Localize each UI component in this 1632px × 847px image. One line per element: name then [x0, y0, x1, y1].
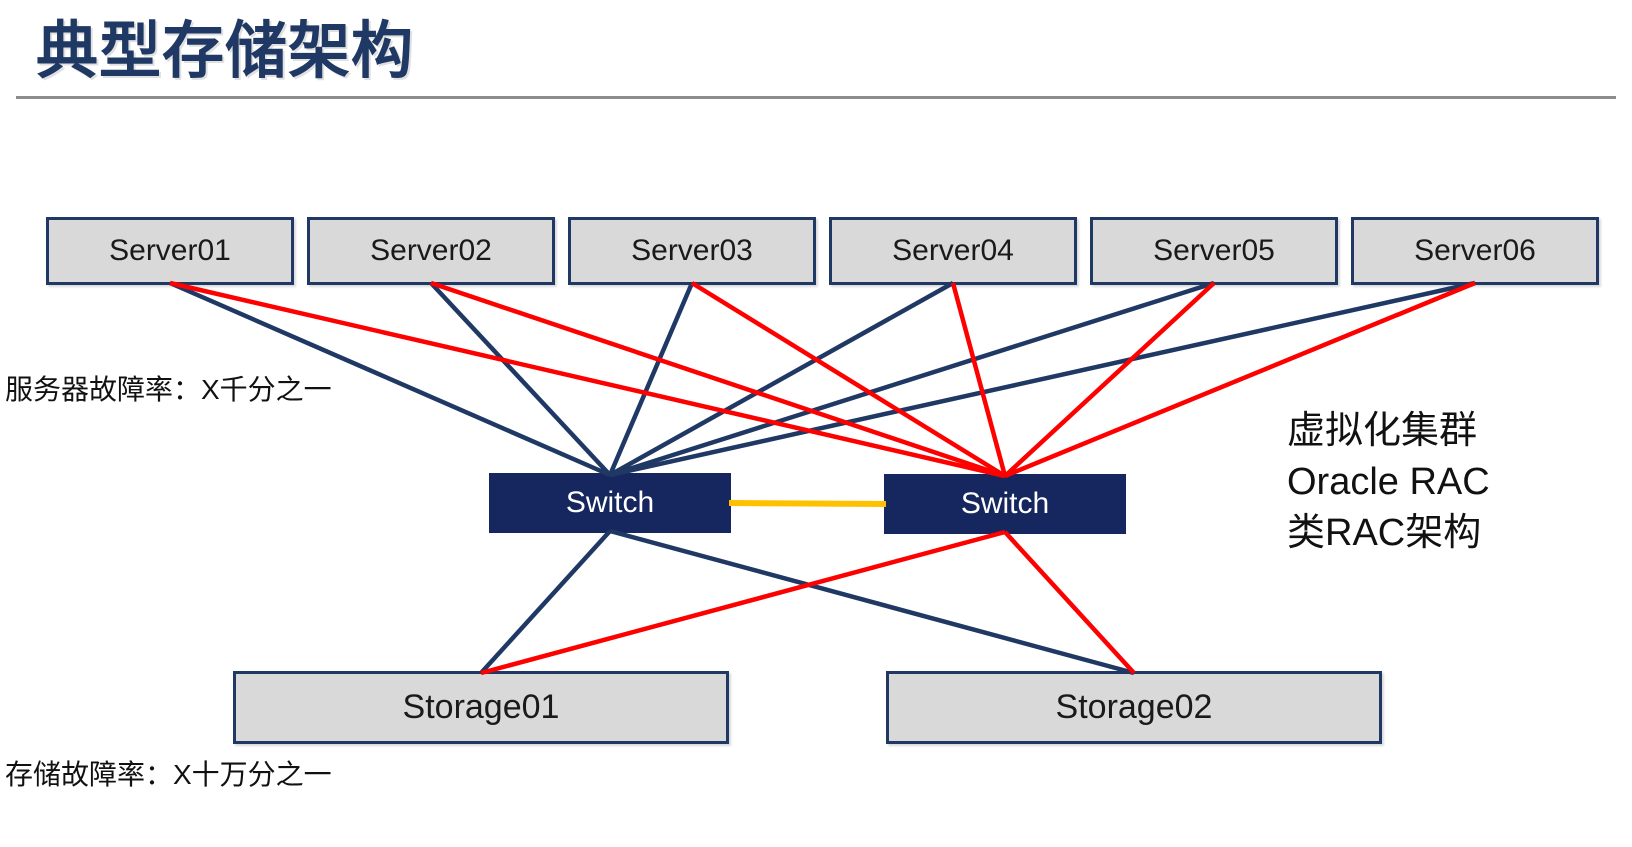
- connection-line-server-5-switch-a: [609, 280, 1215, 478]
- server03-box: Server03: [568, 217, 816, 285]
- connection-line-server-3-switch-b: [690, 281, 1007, 478]
- server04-label: Server04: [892, 234, 1014, 267]
- connection-line-switch-b-storage-2: [1003, 530, 1136, 675]
- connection-line-server-5-switch-b: [1003, 281, 1216, 478]
- connection-line-switch-b-storage-1: [480, 529, 1006, 676]
- cluster-type-note-line1: 虚拟化集群: [1287, 410, 1478, 452]
- server05-label: Server05: [1153, 234, 1275, 267]
- server04-box: Server04: [829, 217, 1077, 285]
- connection-line-server-4-switch-a: [608, 281, 955, 477]
- switch-left-label: Switch: [565, 486, 655, 519]
- server03-label: Server03: [631, 234, 753, 267]
- server02-label: Server02: [370, 234, 492, 267]
- storage02-box: Storage02: [886, 671, 1382, 744]
- connection-line-server-2-switch-a: [429, 281, 612, 477]
- storage-failure-rate-note: 存储故障率：X十万分之一: [5, 759, 332, 790]
- storage01-label: Storage01: [402, 688, 560, 726]
- server02-box: Server02: [307, 217, 555, 285]
- connection-line-switch-a-storage-2: [609, 528, 1135, 676]
- cluster-type-note-line3: 类RAC架构: [1287, 512, 1482, 554]
- switch-right-box: Switch: [884, 474, 1126, 534]
- cluster-type-note: 虚拟化集群 Oracle RAC 类RAC架构: [1287, 406, 1490, 559]
- server01-box: Server01: [46, 217, 294, 285]
- storage01-box: Storage01: [233, 671, 729, 744]
- switch-left-box: Switch: [489, 473, 731, 533]
- server-failure-rate-note: 服务器故障率：X千分之一: [5, 374, 332, 405]
- server06-box: Server06: [1351, 217, 1599, 285]
- storage02-label: Storage02: [1055, 688, 1213, 726]
- title-divider-line: [16, 96, 1616, 99]
- connection-line-switch-a-storage-1: [479, 529, 612, 675]
- cluster-type-note-line2: Oracle RAC: [1287, 461, 1490, 503]
- server05-box: Server05: [1090, 217, 1338, 285]
- switch-right-label: Switch: [960, 487, 1050, 520]
- connection-line-switch-a-switch-b: [728, 500, 887, 507]
- connection-line-server-3-switch-a: [607, 282, 695, 476]
- server01-label: Server01: [109, 234, 231, 267]
- page-title: 典型存储架构: [36, 17, 415, 86]
- server06-label: Server06: [1414, 234, 1536, 267]
- connection-line-server-4-switch-b: [950, 282, 1008, 477]
- connection-line-server-2-switch-b: [430, 280, 1006, 479]
